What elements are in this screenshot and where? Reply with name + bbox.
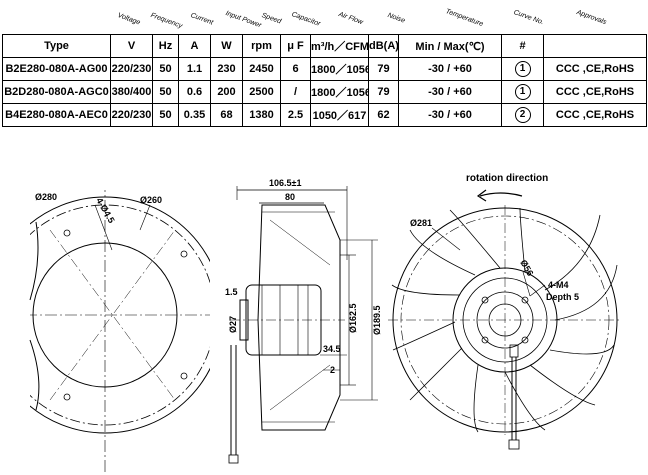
cell-w: 68 (210, 103, 243, 127)
label-d56: Ø56 (518, 258, 535, 278)
label-holes: 4-Ø4.5 (94, 196, 116, 225)
table-row: B4E280-080A-AEC0 220/230 50 0.35 68 1380… (2, 103, 647, 127)
cell-approvals: CCC ,CE,RoHS (543, 57, 647, 81)
label-width-80: 80 (285, 192, 295, 202)
col-approvals (543, 34, 647, 58)
cell-curve: 1 (501, 57, 544, 81)
cell-rpm: 2500 (242, 80, 281, 104)
label-h34: 34.5 (323, 344, 341, 354)
label-width-total: 106.5±1 (269, 178, 301, 188)
col-curve: # (501, 34, 544, 58)
cell-uf: 2.5 (280, 103, 311, 127)
label-depth: Depth 5 (546, 292, 579, 302)
cell-temp: -30 / +60 (398, 80, 502, 104)
label-d281: Ø281 (410, 218, 432, 228)
label-h2: 2 (330, 365, 335, 375)
cell-v: 220/230 (110, 103, 153, 127)
cell-a: 0.35 (178, 103, 211, 127)
col-v: V (110, 34, 153, 58)
cell-flow: 1050／617 (310, 103, 369, 127)
cell-uf: / (280, 80, 311, 104)
label-d280: Ø280 (35, 192, 57, 202)
curve-badge: 1 (514, 84, 531, 100)
label-d189: Ø189.5 (372, 305, 382, 335)
cell-approvals: CCC ,CE,RoHS (543, 103, 647, 127)
cell-temp: -30 / +60 (398, 57, 502, 81)
table-row: B2E280-080A-AG00 220/230 50 1.1 230 2450… (2, 57, 647, 81)
cell-approvals: CCC ,CE,RoHS (543, 80, 647, 104)
cell-type: B2D280-080A-AGC0 (2, 80, 111, 104)
col-type: Type (2, 34, 111, 58)
cell-v: 220/230 (110, 57, 153, 81)
spec-table: Type V Hz A W rpm μ F m³/h／CFM dB(A) Min… (2, 34, 647, 127)
cell-hz: 50 (152, 103, 179, 127)
right-view: rotation direction (388, 173, 622, 450)
label-thread: 4-M4 (548, 280, 569, 290)
label-d162: Ø162.5 (348, 303, 358, 333)
label-d27: Ø27 (228, 316, 238, 333)
middle-view: 106.5±1 80 (225, 178, 382, 464)
label-d260: Ø260 (140, 195, 162, 205)
cell-w: 200 (210, 80, 243, 104)
curve-badge: 2 (514, 107, 531, 123)
cell-uf: 6 (280, 57, 311, 81)
rotation-direction-label: rotation direction (466, 173, 548, 184)
cell-type: B4E280-080A-AEC0 (2, 103, 111, 127)
col-rpm: rpm (242, 34, 281, 58)
cell-flow: 1800／1056 (310, 80, 369, 104)
label-thickness: 1.5 (225, 287, 238, 297)
cell-type: B2E280-080A-AG00 (2, 57, 111, 81)
cell-rpm: 1380 (242, 103, 281, 127)
cell-db: 62 (368, 103, 399, 127)
cell-curve: 2 (501, 103, 544, 127)
left-view: Ø280 4-Ø4.5 Ø260 (29, 190, 210, 475)
curve-badge: 1 (514, 61, 531, 77)
